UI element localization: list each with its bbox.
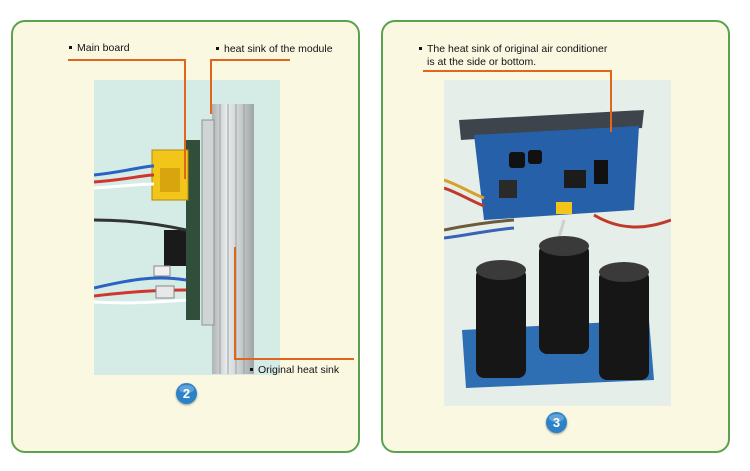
side-heat-sink-note: The heat sink of original air conditione… xyxy=(419,43,607,69)
module-heat-sink-label: heat sink of the module xyxy=(216,43,333,56)
step-badge-2: 2 xyxy=(176,383,197,404)
photo-heat-sink-side-view xyxy=(94,80,280,375)
panel-3: The heat sink of original air conditione… xyxy=(381,20,730,453)
module-sink-leader-vertical xyxy=(210,59,212,114)
original-heat-sink-shape xyxy=(212,104,254,374)
bullet-icon xyxy=(69,45,72,49)
main-board-leader-horizontal xyxy=(68,59,186,61)
bullet-icon xyxy=(250,367,253,371)
heat-sink-side-illustration xyxy=(94,80,280,375)
main-board-label: Main board xyxy=(69,42,130,55)
board-capacitors-illustration xyxy=(444,80,671,406)
capacitors-group xyxy=(476,236,649,380)
note-leader-horizontal xyxy=(423,70,612,72)
main-board-leader-vertical xyxy=(184,59,186,179)
original-sink-leader-vertical xyxy=(234,247,236,360)
panel-2: Main board heat sink of the module Origi… xyxy=(11,20,360,453)
step-badge-3: 3 xyxy=(546,412,567,433)
main-board-shape xyxy=(186,140,200,320)
module-heat-sink-shape xyxy=(201,119,215,326)
side-heat-sink-shape xyxy=(459,110,644,140)
bullet-icon xyxy=(216,46,219,50)
bullet-icon xyxy=(419,46,422,50)
note-leader-vertical xyxy=(610,70,612,132)
original-heat-sink-label: Original heat sink xyxy=(250,364,339,377)
module-sink-leader-horizontal xyxy=(210,59,290,61)
original-sink-leader-horizontal xyxy=(234,358,354,360)
photo-board-with-capacitors xyxy=(444,80,671,406)
